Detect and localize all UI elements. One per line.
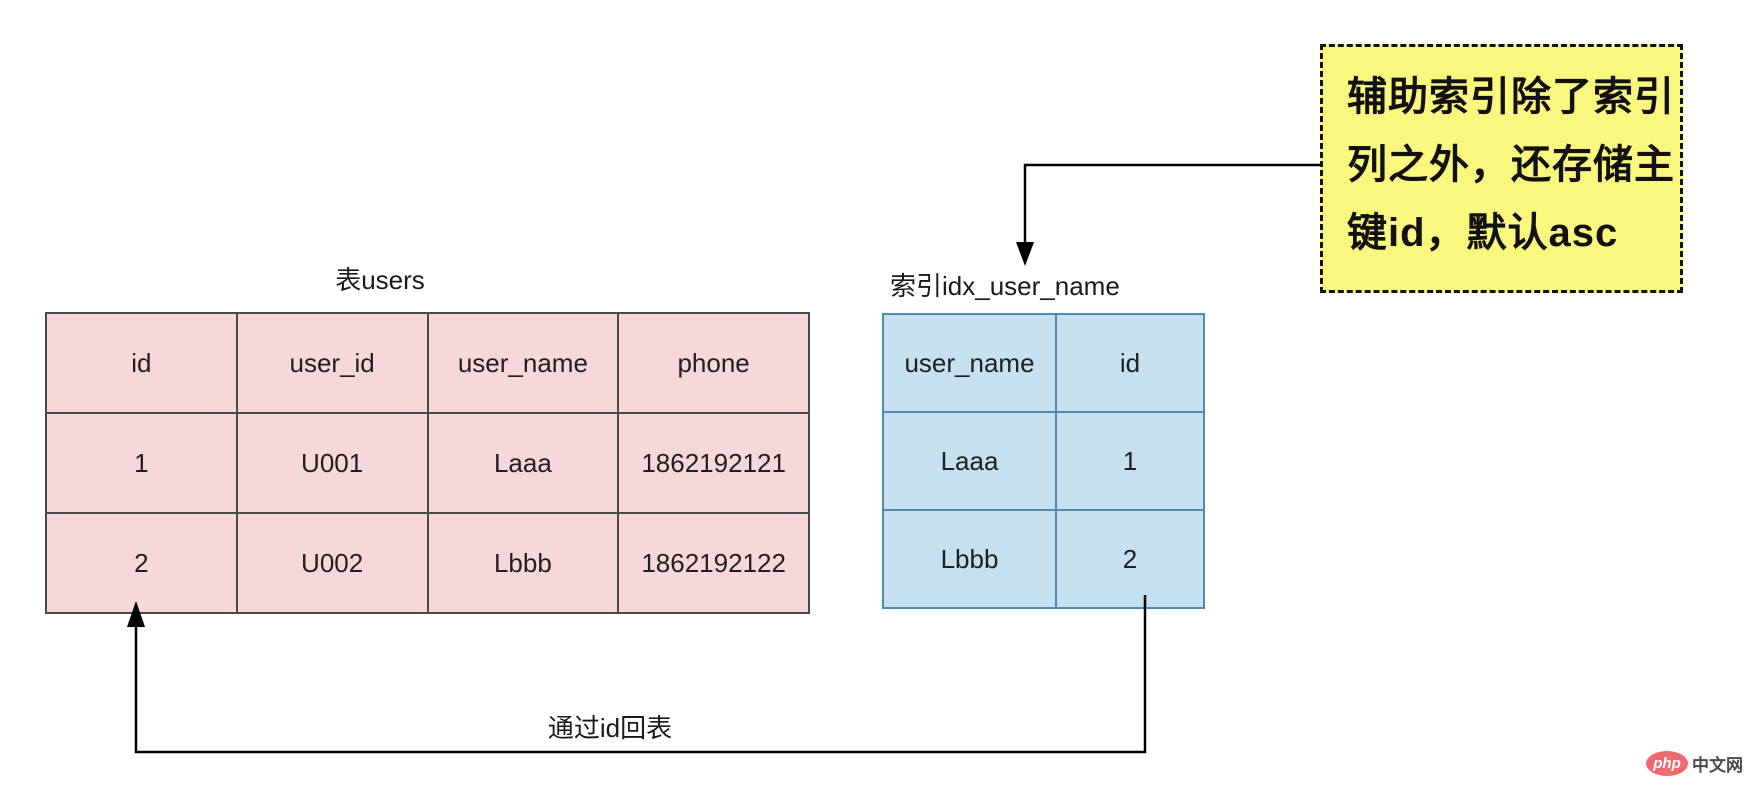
users-cell: Laaa [426, 412, 620, 514]
users-table-title: 表users [335, 265, 425, 295]
users-cell: Lbbb [426, 512, 620, 614]
users-row-2: 2 U002 Lbbb 1862192122 [45, 512, 810, 614]
users-cell: 1862192122 [617, 512, 810, 614]
index-header-user-name: user_name [881, 313, 1058, 413]
index-cell: Laaa [881, 411, 1058, 511]
php-logo-icon: php [1646, 751, 1688, 776]
users-cell: 1862192121 [617, 412, 810, 514]
watermark: php 中文网 [1646, 751, 1743, 776]
note-to-index-arrow [1016, 163, 1320, 266]
index-cell: 2 [1055, 509, 1205, 609]
annotation-note: 辅助索引除了索引 列之外，还存储主 键id，默认asc [1320, 44, 1683, 293]
index-row-1: Laaa 1 [881, 411, 1205, 511]
annotation-line: 列之外，还存储主 [1347, 143, 1675, 187]
users-cell: U001 [235, 412, 429, 514]
index-row-2: Lbbb 2 [881, 509, 1205, 609]
index-cell: 1 [1055, 411, 1205, 511]
users-cell: U002 [235, 512, 429, 614]
users-table: id user_id user_name phone 1 U001 Laaa 1… [45, 312, 810, 614]
users-row-1: 1 U001 Laaa 1862192121 [45, 412, 810, 514]
users-cell: 2 [45, 512, 238, 614]
users-header-phone: phone [617, 312, 810, 414]
annotation-line: 辅助索引除了索引 [1347, 75, 1675, 119]
back-to-table-label: 通过id回表 [547, 713, 673, 743]
users-header-id: id [45, 312, 238, 414]
users-header-row: id user_id user_name phone [45, 312, 810, 414]
index-header-row: user_name id [881, 313, 1205, 413]
index-table: user_name id Laaa 1 Lbbb 2 [881, 313, 1205, 609]
users-header-user-id: user_id [235, 312, 429, 414]
users-header-user-name: user_name [426, 312, 620, 414]
index-header-id: id [1055, 313, 1205, 413]
index-cell: Lbbb [881, 509, 1058, 609]
arrowhead-down-icon [1016, 242, 1034, 266]
users-cell: 1 [45, 412, 238, 514]
index-table-title: 索引idx_user_name [890, 271, 1120, 301]
watermark-site-text: 中文网 [1692, 756, 1743, 775]
annotation-line: 键id，默认asc [1347, 211, 1619, 255]
